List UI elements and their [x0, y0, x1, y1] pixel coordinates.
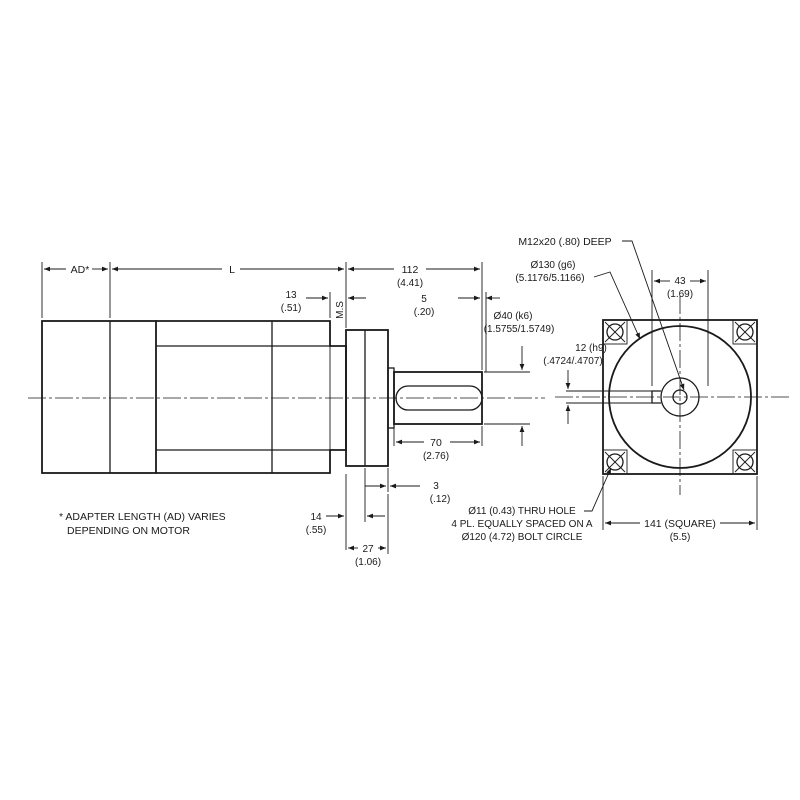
dim-12-inch: (.4724/.4707) — [543, 356, 603, 367]
dim-27-inch: (1.06) — [355, 557, 381, 568]
dim-112-label: 112 — [402, 264, 419, 276]
dim-43-label: 43 — [674, 276, 686, 287]
dim-40-inch: (1.5755/1.5749) — [484, 324, 555, 335]
tap-hole-label: M12x20 (.80) DEEP — [518, 236, 611, 248]
end-key — [651, 390, 661, 404]
dim-141-inch: (5.5) — [670, 532, 691, 543]
pilot-inch: (5.1176/5.1166) — [515, 273, 584, 284]
thru-hole-label-3: Ø120 (4.72) BOLT CIRCLE — [462, 532, 583, 543]
adapter-note-line1: * ADAPTER LENGTH (AD) VARIES — [59, 511, 226, 523]
dim-13-inch: (.51) — [281, 303, 302, 314]
thru-hole-label-2: 4 PL. EQUALLY SPACED ON A — [451, 519, 593, 530]
dim-13-label: 13 — [285, 290, 297, 301]
thru-hole-label-1: Ø11 (0.43) THRU HOLE — [468, 506, 576, 517]
dim-12-label: 12 (h9) — [575, 343, 607, 354]
pilot-leader — [593, 271, 641, 340]
dim-l-label: L — [229, 264, 235, 276]
dim-141-label: 141 (SQUARE) — [644, 518, 716, 530]
end-view: 43 (1.69) 12 (h9) (.4724/.4707) M12x20 (… — [451, 236, 790, 543]
dim-3-inch: (.12) — [430, 494, 451, 505]
bolt-hole-top-left — [602, 319, 628, 345]
dim-3-label: 3 — [433, 481, 439, 492]
dim-14-label: 14 — [310, 512, 322, 523]
bolt-hole-top-right — [732, 319, 758, 345]
pilot-label: Ø130 (g6) — [530, 260, 575, 271]
thru-hole-leader — [584, 467, 612, 512]
pilot-circle — [608, 325, 752, 469]
dim-70-label: 70 — [430, 437, 442, 449]
dim-14-inch: (.55) — [306, 525, 327, 536]
motor-body — [41, 320, 157, 474]
ms-label: M.S — [335, 301, 346, 319]
shaft-keyway — [395, 385, 483, 411]
bolt-hole-bottom-left — [602, 449, 628, 475]
adapter-note-line2: DEPENDING ON MOTOR — [67, 525, 190, 537]
dim-43-inch: (1.69) — [667, 289, 693, 300]
dim-5-label: 5 — [421, 294, 427, 305]
bolt-hole-bottom-right — [732, 449, 758, 475]
dim-70-inch: (2.76) — [423, 451, 449, 462]
dim-5-inch: (.20) — [414, 307, 435, 318]
dim-112-inch: (4.41) — [397, 278, 423, 289]
side-view: AD* L 112 (4.41) 13 (.51) M.S 5 (.20) Ø4… — [28, 262, 554, 568]
tap-hole-leader — [622, 240, 685, 391]
dim-40-label: Ø40 (k6) — [494, 311, 533, 322]
square-flange — [602, 319, 758, 475]
dim-ad-label: AD* — [71, 264, 90, 276]
dim-27-label: 27 — [362, 544, 374, 555]
